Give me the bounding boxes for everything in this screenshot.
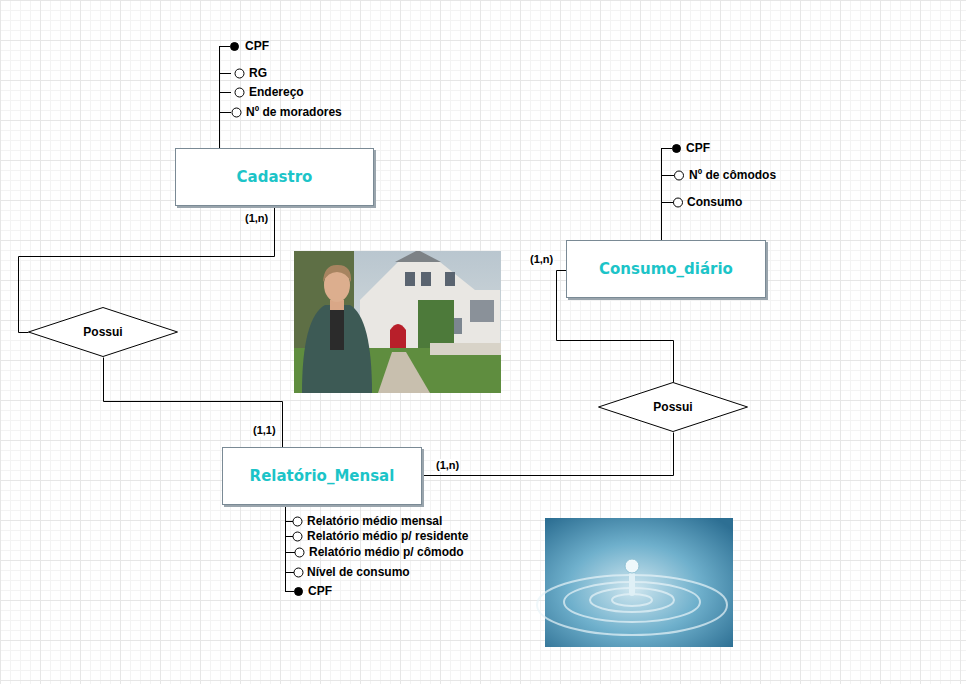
attribute-label: Endereço [249, 85, 304, 99]
entity-name: Relatório_Mensal [250, 467, 395, 485]
attribute-label: RG [249, 66, 267, 80]
entity-name: Consumo_diário [599, 260, 733, 278]
relationship-name: Possui [83, 325, 122, 339]
relationship-name: Possui [653, 400, 692, 414]
cardinality-label: (1,n) [435, 459, 460, 472]
attribute-label: Nível de consumo [307, 565, 410, 579]
relationship-diamond: Possui [28, 307, 178, 357]
attribute-label: Relatório médio p/ cômodo [309, 545, 464, 559]
cardinality-label: (1,n) [244, 212, 269, 225]
relationship-diamond: Possui [598, 382, 748, 432]
entity-box: Consumo_diário [566, 240, 766, 298]
attribute-label: Nº de moradores [246, 105, 342, 119]
entity-box: Cadastro [175, 148, 374, 206]
relationship-line [19, 207, 275, 333]
attribute-label: Consumo [687, 195, 742, 209]
attribute-label: CPF [686, 141, 710, 155]
house-photo [294, 250, 501, 393]
relationship-line [423, 433, 674, 476]
attribute-label: Nº de cômodos [689, 168, 776, 182]
water-photo [537, 518, 733, 647]
attribute-label: CPF [245, 39, 269, 53]
attribute-label: Relatório médio mensal [307, 514, 442, 528]
attribute-label: CPF [308, 584, 332, 598]
cardinality-label: (1,n) [529, 253, 554, 266]
relationship-line [104, 358, 283, 448]
attribute-lines [219, 43, 684, 596]
entity-box: Relatório_Mensal [222, 447, 422, 505]
cardinality-label: (1,1) [252, 424, 277, 437]
attribute-label: Relatório médio p/ residente [307, 529, 468, 543]
entity-name: Cadastro [237, 168, 313, 186]
